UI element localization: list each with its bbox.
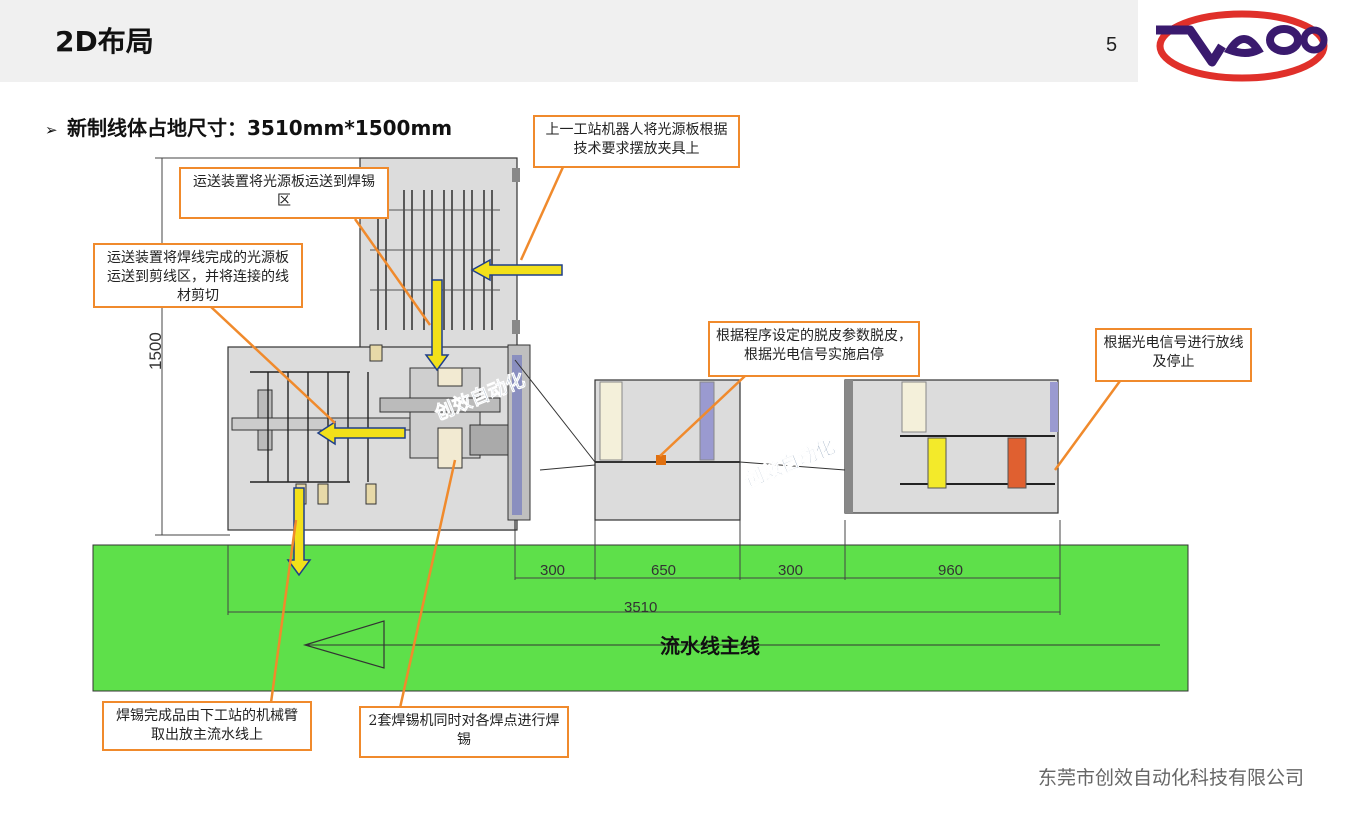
footprint-subtitle: ➢ 新制线体占地尺寸：3510mm*1500mm <box>45 112 452 141</box>
callout-strip-program: 根据程序设定的脱皮参数脱皮，根据光电信号实施启停 <box>708 321 920 377</box>
callout-dual-solder: 2套焊锡机同时对各焊点进行焊锡 <box>359 706 569 758</box>
arrow-left-mid <box>316 420 406 446</box>
company-logo <box>1156 10 1328 82</box>
arrow-down-out <box>286 487 312 577</box>
header-bar <box>0 0 1138 82</box>
callout-leaders <box>209 166 1122 711</box>
arrow-down <box>424 279 450 372</box>
footprint-text: 新制线体占地尺寸：3510mm*1500mm <box>67 116 453 140</box>
dim-seg4: 960 <box>938 562 964 579</box>
flow-arrows <box>286 258 563 577</box>
wire-feed-module <box>844 379 1059 514</box>
company-name: 东莞市创效自动化科技有限公司 <box>1038 767 1305 789</box>
callout-photo-signal: 根据光电信号进行放线及停止 <box>1095 328 1252 382</box>
dim-total: 3510 <box>624 599 658 616</box>
bullet-arrow-icon: ➢ <box>45 121 58 139</box>
callout-unload: 焊锡完成品由下工站的机械臂取出放主流水线上 <box>102 701 312 751</box>
page-number: 5 <box>1106 34 1118 56</box>
flow-direction-arrow <box>302 620 385 669</box>
stripping-module <box>514 359 846 521</box>
dim-height: 1500 <box>146 332 165 370</box>
main-conveyor <box>92 544 1189 692</box>
callout-transport-cut: 运送装置将焊线完成的光源板运送到剪线区，并将连接的线材剪切 <box>93 243 303 308</box>
main-line-label: 流水线主线 <box>660 634 760 658</box>
dim-seg3: 300 <box>778 562 804 579</box>
callout-robot-place: 上一工站机器人将光源板根据技术要求摆放夹具上 <box>533 115 740 168</box>
dimension-lines <box>155 157 1061 615</box>
page-title: 2D布局 <box>55 25 154 58</box>
callout-transport-solder: 运送装置将光源板运送到焊锡区 <box>179 167 389 219</box>
dim-seg1: 300 <box>540 562 566 579</box>
dim-seg2: 650 <box>651 562 677 579</box>
arrow-left-top <box>470 258 563 282</box>
